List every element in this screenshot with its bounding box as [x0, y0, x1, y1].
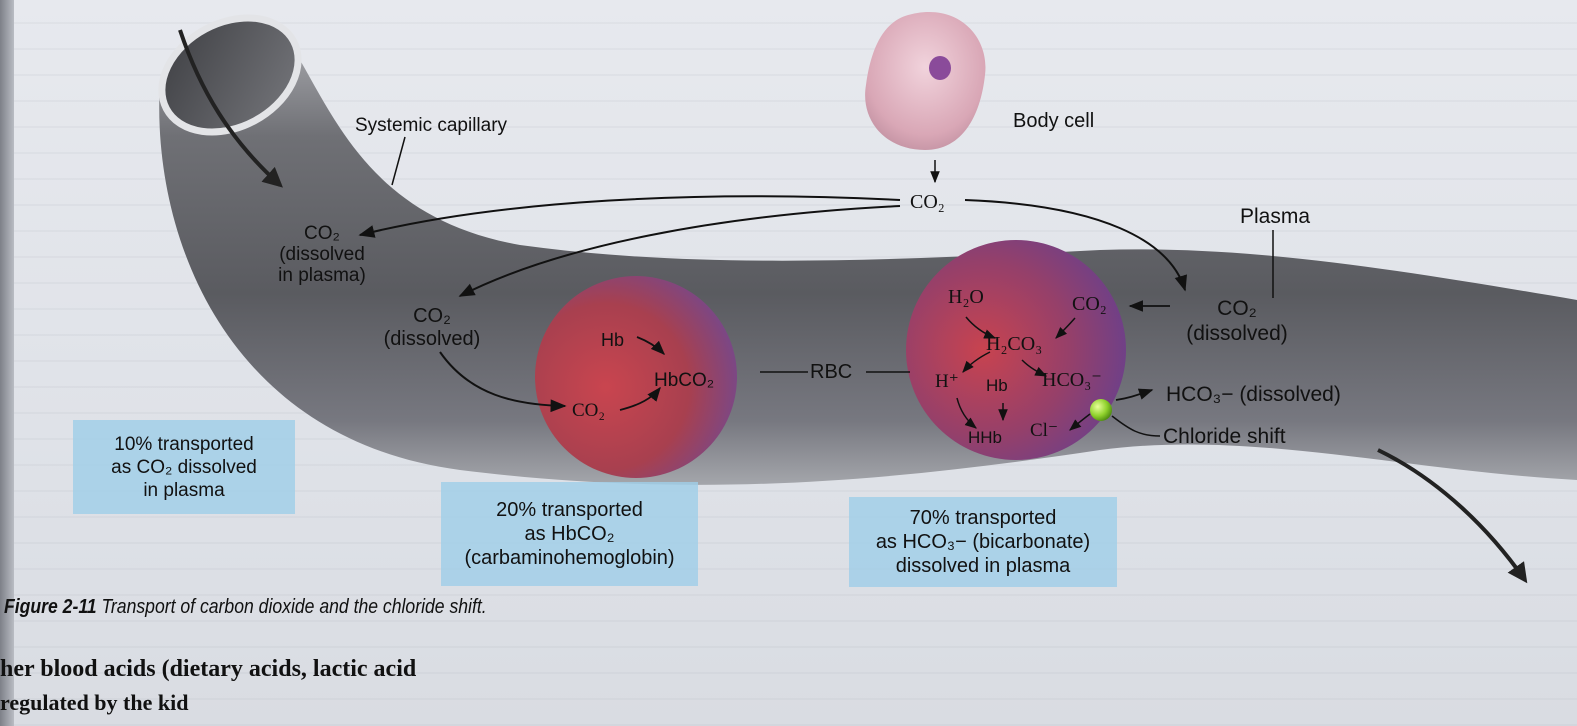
systemic-capillary-leader [391, 136, 406, 186]
co2-to-right-dissolved-arrow [964, 199, 1187, 292]
h2o-to-h2co3-arrow [965, 316, 997, 339]
hb-right-label: Hb [986, 376, 1008, 395]
cell-nucleus [929, 56, 951, 80]
chloride-shift-leader [1111, 415, 1161, 437]
co2-to-plasma-arrow [358, 195, 901, 238]
page-edge-shadow [0, 0, 14, 726]
h2co3-to-h-arrow [962, 351, 991, 373]
h2o-label: H₂O [948, 286, 984, 308]
h2co3-label: H₂CO₃ [986, 333, 1043, 355]
hbco2-label: HbCO₂ [654, 370, 715, 391]
co2-dissolved-right-label: CO₂ (dissolved) [1186, 297, 1288, 345]
dissolved-to-rbc-arrow [439, 351, 567, 413]
hco3-out-arrow [1115, 388, 1154, 401]
co2-to-dissolved-arrow [458, 205, 901, 297]
co2-source-label: CO₂ [910, 191, 945, 213]
rbc-label: RBC [810, 361, 853, 383]
body-text-line-2: regulated by the kid [0, 690, 189, 715]
rbc-right [906, 240, 1126, 460]
co2-to-hbco2-arrow [619, 386, 661, 411]
figure-caption: Figure 2-11 Transport of carbon dioxide … [4, 596, 487, 619]
hb-to-hbco2-arrow [636, 336, 666, 356]
ten-percent-box: 10% transported as CO₂ dissolved in plas… [73, 420, 295, 514]
co2-dissolved-plasma-label: CO₂ (dissolved in plasma) [278, 223, 366, 286]
chloride-ball [1090, 399, 1112, 421]
co2-rbc-right-label: CO₂ [1072, 293, 1107, 315]
cl-minus-label: Cl⁻ [1030, 420, 1058, 441]
capillary-opening [158, 14, 302, 136]
figure-number: Figure 2-11 [4, 596, 97, 618]
h-plus-label: H⁺ [935, 371, 959, 392]
seventy-percent-box: 70% transported as HCO₃− (bicarbonate) d… [849, 497, 1117, 587]
body-text-line-1: her blood acids (dietary acids, lactic a… [0, 656, 417, 682]
blood-flow-in-arrow [178, 29, 283, 188]
chloride-in-arrow [1069, 413, 1091, 431]
systemic-capillary-label: Systemic capillary [355, 115, 508, 136]
twenty-percent-box: 20% transported as HbCO₂ (carbaminohemog… [441, 482, 698, 586]
rbc-left [535, 276, 737, 478]
blood-flow-out-arrow [1377, 448, 1528, 584]
co2-to-h2co3-arrow [1055, 317, 1076, 339]
co2-dissolved-left-label: CO₂ (dissolved) [383, 305, 481, 350]
co2-in-rbc-label: CO₂ [572, 400, 606, 421]
plasma-label: Plasma [1240, 205, 1311, 228]
systemic-capillary-tube [159, 60, 1577, 485]
hb-left-label: Hb [601, 330, 625, 350]
hco3-in-cell-label: HCO₃⁻ [1042, 369, 1102, 391]
chloride-shift-label: Chloride shift [1163, 425, 1286, 448]
body-cell-label: Body cell [1013, 110, 1095, 132]
h2co3-to-hco3-arrow [1021, 359, 1048, 377]
figure-caption-text: Transport of carbon dioxide and the chlo… [101, 596, 487, 618]
hhb-label: HHb [968, 428, 1003, 447]
hco3-dissolved-label: HCO₃− (dissolved) [1166, 383, 1341, 406]
h-to-hhb-arrow [956, 397, 977, 429]
body-cell [865, 12, 986, 150]
